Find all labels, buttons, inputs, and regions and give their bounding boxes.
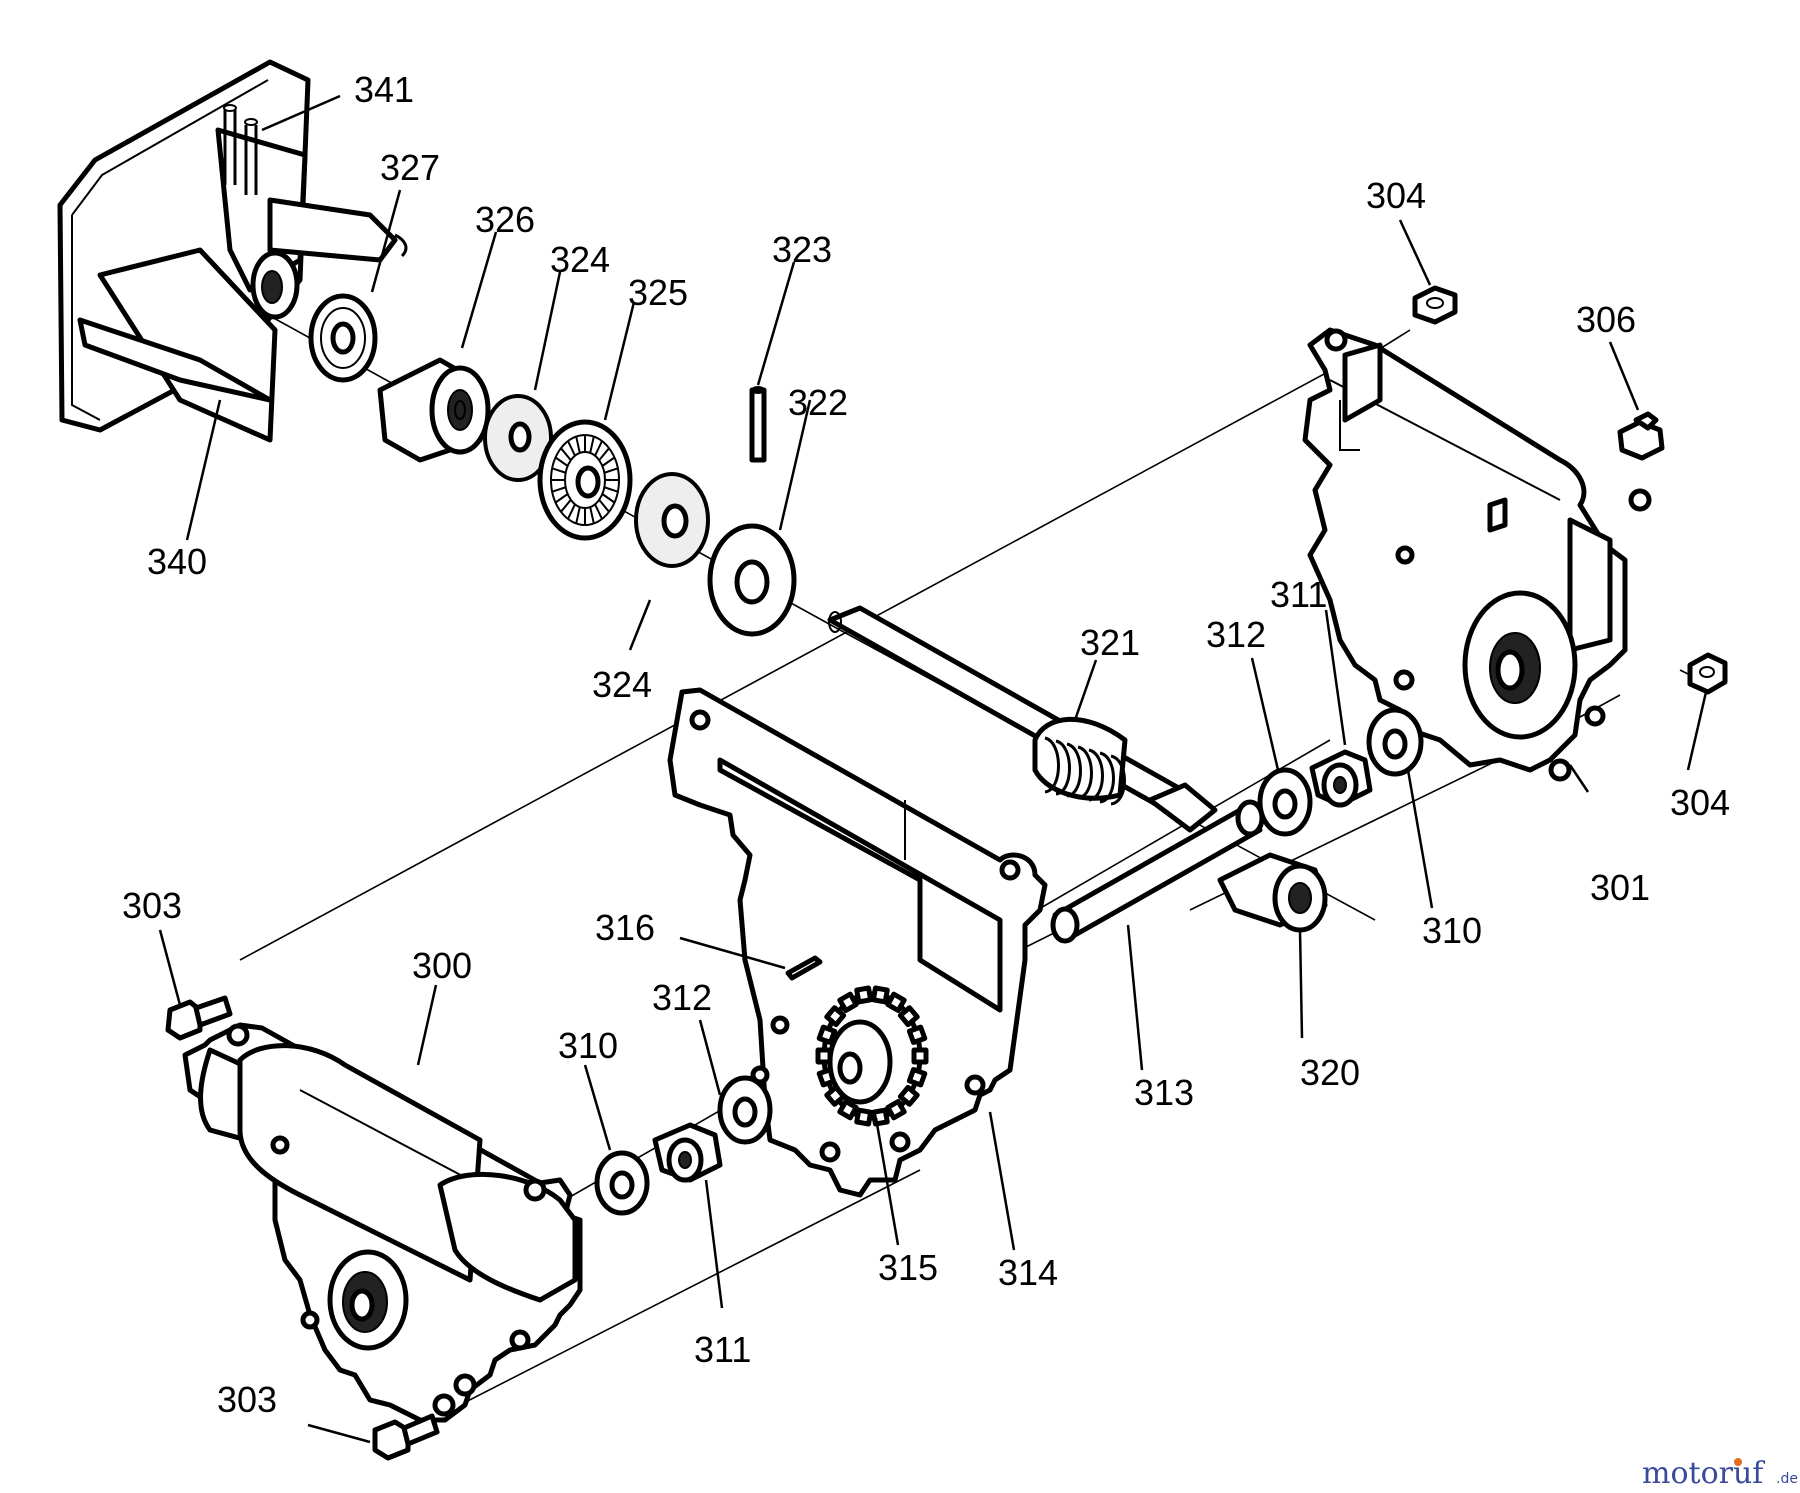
watermark-dot [1734,1458,1742,1466]
label-303-top: 303 [122,885,182,926]
part-310-washer-right [1366,707,1424,777]
part-320-bushing [1217,852,1328,933]
part-326-bushing [377,357,491,463]
part-313-shaft [1050,799,1265,944]
part-340-341-bracket [57,59,408,443]
part-301-housing-right [1302,327,1652,782]
label-311-right: 311 [1270,574,1327,615]
label-325: 325 [628,272,688,313]
part-312-washer-right [1257,767,1313,837]
watermark-suffix: .de [1776,1471,1798,1487]
watermark-text: motoruf [1642,1456,1765,1491]
part-315-gear [815,985,929,1127]
label-341: 341 [354,69,414,110]
label-312-left: 312 [652,977,712,1018]
part-300-housing-left [182,1022,583,1423]
part-306-grease-fitting [1617,411,1665,461]
part-314-gasket [667,687,1048,1198]
label-326: 326 [475,199,535,240]
part-322-collar [707,523,797,637]
label-313: 313 [1134,1072,1194,1113]
label-327: 327 [380,147,440,188]
label-301: 301 [1590,867,1650,908]
part-311-bushing-left [652,1122,723,1183]
part-327-washer [308,293,378,383]
part-303-bolt-bottom [372,1413,440,1461]
watermark-logo: motoruf .de [1642,1456,1798,1491]
label-303-bottom: 303 [217,1379,277,1420]
part-304-nut-right [1687,652,1728,695]
label-324-lower: 324 [592,664,652,705]
part-324-washer-lower [634,472,710,568]
part-323-pin [749,386,767,463]
label-300: 300 [412,945,472,986]
label-340: 340 [147,541,207,582]
label-310-right: 310 [1422,910,1482,951]
label-311-left: 311 [694,1329,751,1370]
part-321-worm-shaft [827,605,1218,833]
label-312-right: 312 [1206,614,1266,655]
label-306: 306 [1576,299,1636,340]
label-315: 315 [878,1247,938,1288]
part-labels: 341 327 326 324 325 323 322 340 324 304 … [122,69,1730,1420]
part-316-key [785,955,823,981]
label-310-left: 310 [558,1025,618,1066]
part-312-washer-left [717,1075,773,1145]
label-323: 323 [772,229,832,270]
label-304-right: 304 [1670,782,1730,823]
label-304-top: 304 [1366,175,1426,216]
label-321: 321 [1080,622,1140,663]
part-311-bushing-right [1309,749,1373,808]
label-314: 314 [998,1252,1058,1293]
part-303-bolt-top [165,995,233,1041]
label-316: 316 [595,907,655,948]
part-310-washer-left [594,1150,650,1216]
part-325-thrust-bearing [537,419,633,541]
leader-lines [158,94,1708,1444]
label-322: 322 [788,382,848,423]
label-320: 320 [1300,1052,1360,1093]
part-304-nut-top [1412,285,1458,325]
label-324-upper: 324 [550,239,610,280]
